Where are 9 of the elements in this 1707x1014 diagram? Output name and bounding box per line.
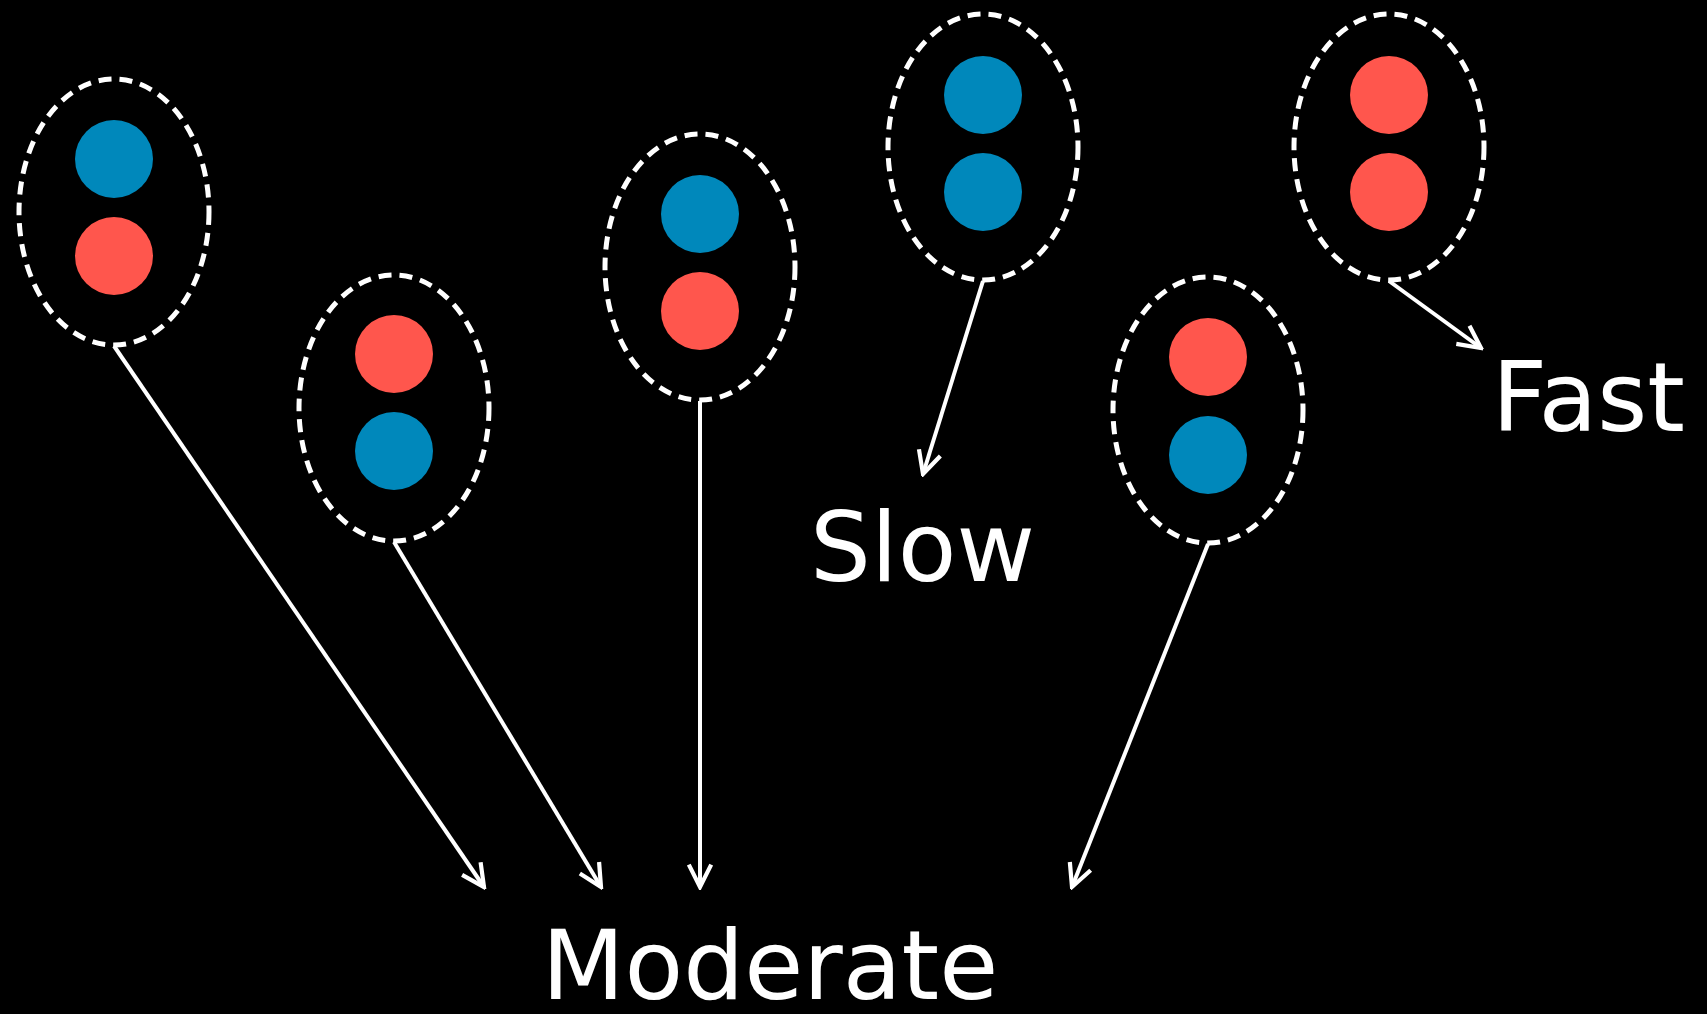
arrow	[1387, 279, 1484, 351]
speed-label: Moderate	[500, 887, 1040, 1014]
arrow	[392, 540, 604, 890]
arrow	[112, 344, 487, 890]
arrow	[916, 280, 985, 477]
arrow	[1067, 543, 1210, 890]
speed-label: Fast	[1481, 336, 1696, 446]
speed-label: Slow	[800, 474, 1045, 596]
arrow	[686, 401, 714, 890]
